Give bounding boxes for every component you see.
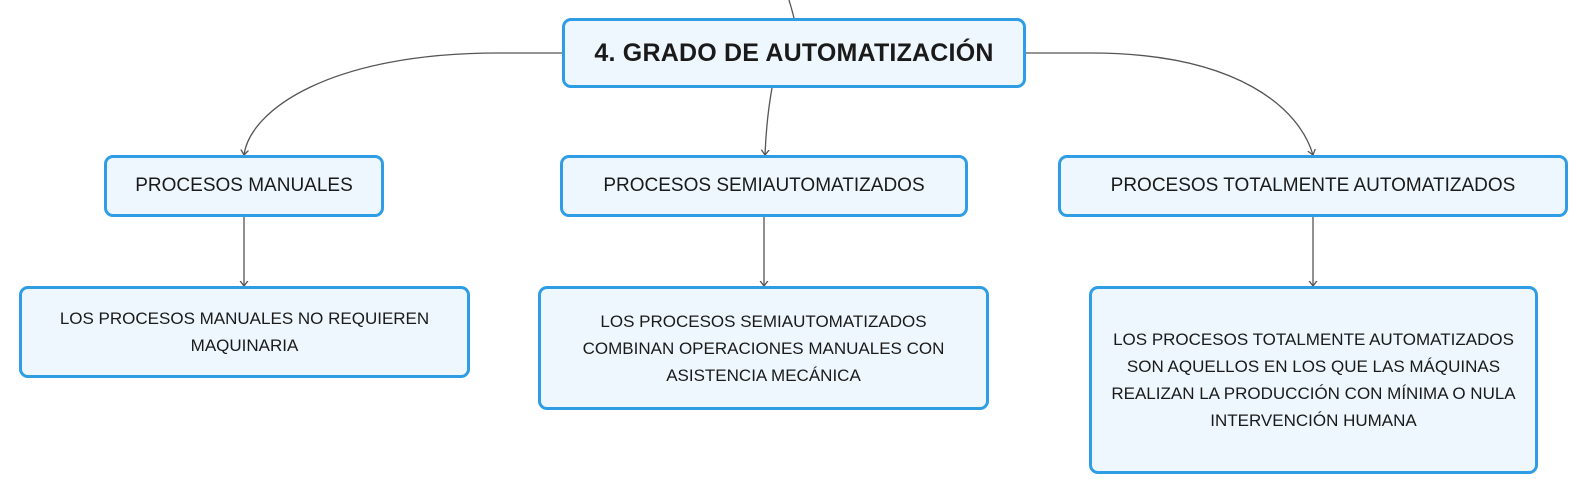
category-label-fully-automated: PROCESOS TOTALMENTE AUTOMATIZADOS [1110,175,1516,196]
description-text-fully-automated: LOS PROCESOS TOTALMENTE AUTOMATIZADOS SO… [1111,330,1516,430]
description-node-fully-automated[interactable]: LOS PROCESOS TOTALMENTE AUTOMATIZADOS SO… [1089,286,1538,474]
connector-parent-to-root [788,0,795,19]
category-node-semiautomated[interactable]: PROCESOS SEMIAUTOMATIZADOS [560,155,968,217]
connector-root-to-semi [765,87,773,155]
category-node-fully-automated[interactable]: PROCESOS TOTALMENTE AUTOMATIZADOS [1058,155,1568,217]
description-node-manual[interactable]: LOS PROCESOS MANUALES NO REQUIEREN MAQUI… [19,286,470,378]
description-node-semiautomated[interactable]: LOS PROCESOS SEMIAUTOMATIZADOS COMBINAN … [538,286,989,410]
connector-root-to-manual [244,52,562,155]
category-label-manual: PROCESOS MANUALES [135,175,353,196]
description-text-manual: LOS PROCESOS MANUALES NO REQUIEREN MAQUI… [59,309,430,355]
description-text-semiautomated: LOS PROCESOS SEMIAUTOMATIZADOS COMBINAN … [582,311,945,385]
category-label-semiautomated: PROCESOS SEMIAUTOMATIZADOS [603,175,925,196]
connector-root-to-total [1026,52,1313,155]
root-node[interactable]: 4. GRADO DE AUTOMATIZACIÓN [562,18,1026,88]
category-node-manual[interactable]: PROCESOS MANUALES [104,155,384,217]
root-node-label: 4. GRADO DE AUTOMATIZACIÓN [594,38,994,67]
